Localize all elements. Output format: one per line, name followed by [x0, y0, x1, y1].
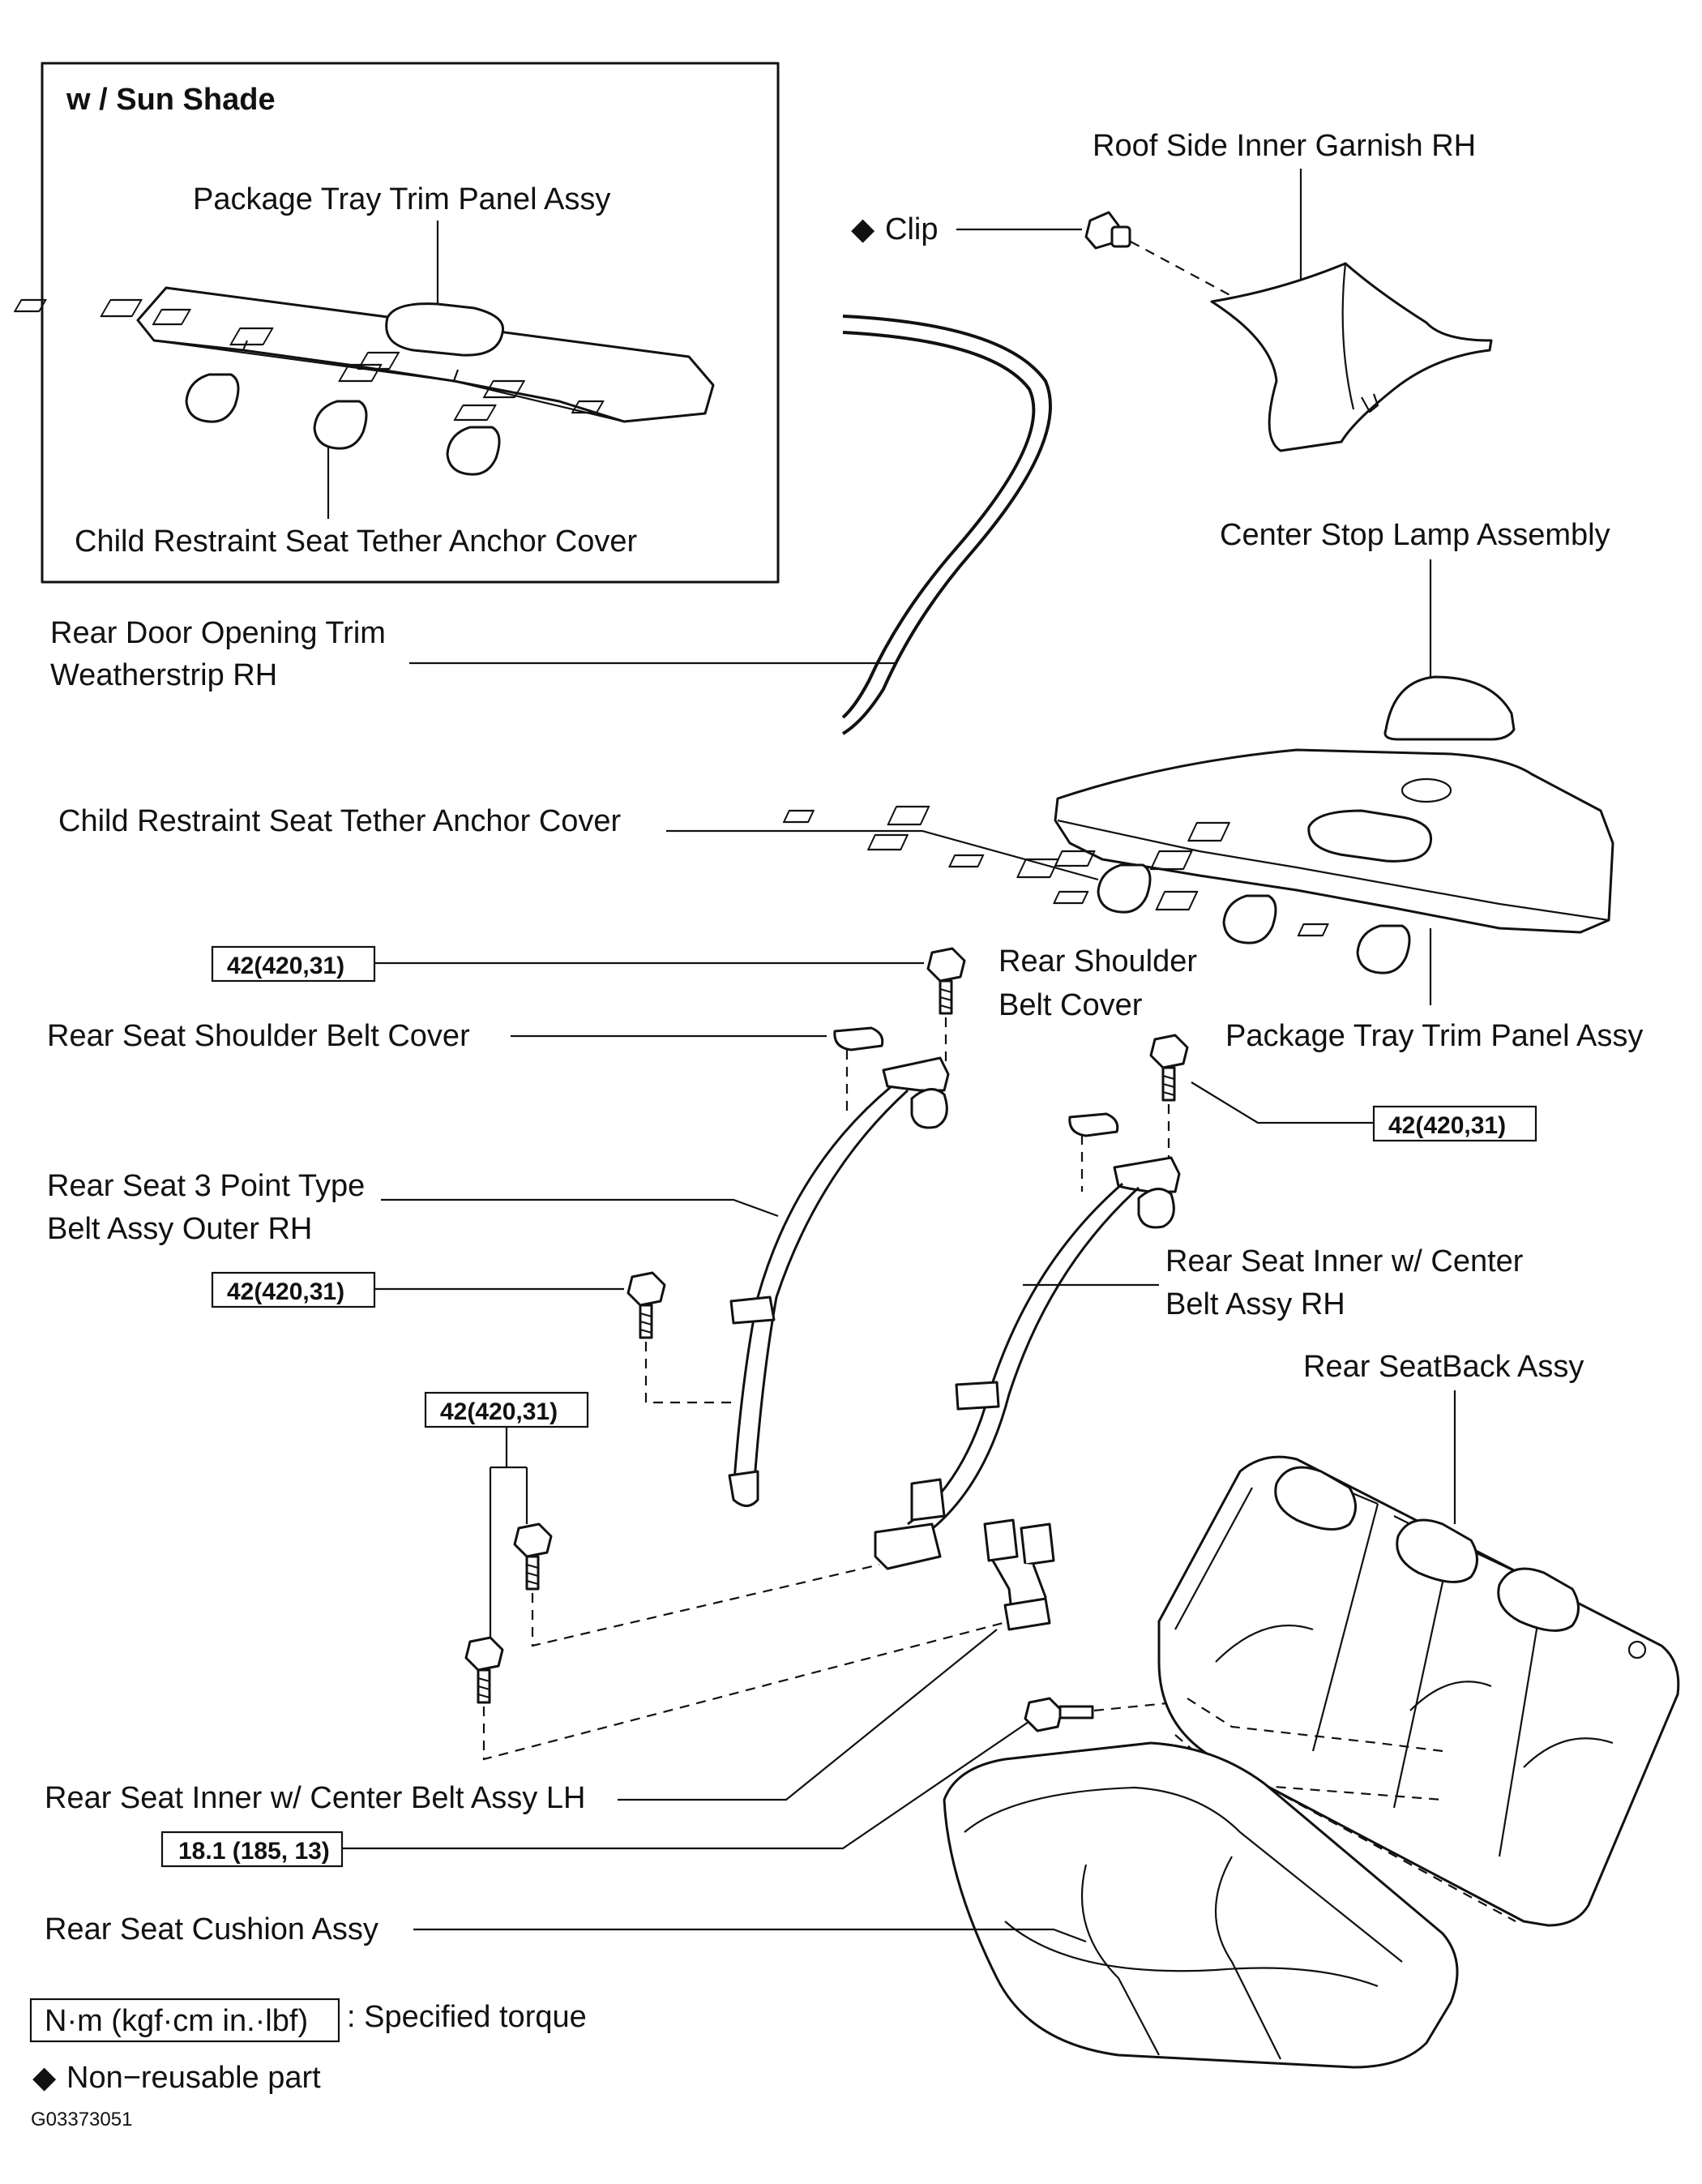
seat-shoulder-cover-label: Rear Seat Shoulder Belt Cover [47, 1019, 470, 1053]
seatback-part [1157, 1455, 1680, 1927]
outer-belt-label-line1: Rear Seat 3 Point Type [47, 1169, 365, 1203]
rear-shoulder-cover-label-line2: Belt Cover [999, 988, 1143, 1022]
cushion-part [943, 1741, 1459, 2069]
rear-shoulder-cover-label-line1: Rear Shoulder [999, 944, 1197, 979]
rear-door-label-line2: Weatherstrip RH [50, 658, 277, 692]
roof-garnish-label: Roof Side Inner Garnish RH [1093, 129, 1476, 163]
rear-door-label-line1: Rear Door Opening Trim [50, 616, 386, 650]
package-tray-part [782, 748, 1614, 937]
diamond-symbol: ◆ [851, 212, 875, 246]
inner-rh-label-line2: Belt Assy RH [1165, 1287, 1345, 1321]
legend-torque-unit: N·m (kgf·cm in.·lbf) [45, 2004, 308, 2038]
inner-lh-label: Rear Seat Inner w/ Center Belt Assy LH [45, 1781, 585, 1815]
sun-shade-inset: w / Sun Shade Package Tray Trim Panel As… [14, 62, 780, 584]
svg-text:18.1 (185, 13): 18.1 (185, 13) [178, 1838, 330, 1865]
inset-anchor-cover-label: Child Restraint Seat Tether Anchor Cover [75, 525, 638, 559]
bolt-3 [626, 1271, 666, 1339]
inner-rh-belt-part [874, 1156, 1181, 1570]
package-tray-label: Package Tray Trim Panel Assy [1225, 1019, 1643, 1053]
anchor-covers-main [1097, 863, 1411, 974]
outer-belt-part [728, 1056, 950, 1507]
inset-title: w / Sun Shade [66, 83, 276, 117]
weatherstrip-part [841, 315, 1052, 735]
legend-torque-desc: : Specified torque [347, 2000, 587, 2034]
outer-belt-label-line2: Belt Assy Outer RH [47, 1212, 312, 1246]
clip-part [1084, 211, 1131, 250]
shoulder-cover-left [833, 1026, 884, 1051]
bolt-5 [464, 1636, 504, 1704]
inner-rh-label-line1: Rear Seat Inner w/ Center [1165, 1244, 1524, 1278]
bolt-1 [926, 947, 966, 1015]
torque-box-2: 42(420,31) [1372, 1105, 1537, 1142]
torque-box-4: 42(420,31) [424, 1391, 589, 1428]
bolt-2 [1149, 1034, 1189, 1102]
torque-box-5: 18.1 (185, 13) [160, 1831, 344, 1868]
shoulder-cover-right [1068, 1112, 1119, 1137]
inset-package-tray-label: Package Tray Trim Panel Assy [193, 182, 610, 216]
stop-lamp-part [1383, 675, 1516, 741]
legend: N·m (kgf·cm in.·lbf) : Specified torque … [29, 1998, 587, 2130]
inset-anchor-covers [185, 373, 501, 476]
legend-diamond: ◆ [32, 2061, 57, 2095]
inner-lh-buckle-part [983, 1518, 1055, 1631]
cushion-label: Rear Seat Cushion Assy [45, 1912, 378, 1946]
svg-text:42(420,31): 42(420,31) [227, 1278, 344, 1305]
inset-package-tray-panel [14, 286, 715, 423]
bolt-4 [513, 1522, 553, 1591]
figure-code: G03373051 [31, 2109, 132, 2130]
svg-text:42(420,31): 42(420,31) [1388, 1112, 1506, 1139]
torque-box-1: 42(420,31) [211, 945, 376, 983]
svg-text:42(420,31): 42(420,31) [440, 1398, 558, 1425]
svg-text:42(420,31): 42(420,31) [227, 953, 344, 979]
bolt-6 [1024, 1697, 1094, 1732]
clip-label: Clip [885, 212, 938, 246]
legend-nonreusable: Non−reusable part [66, 2061, 321, 2095]
anchor-cover-label: Child Restraint Seat Tether Anchor Cover [58, 804, 622, 838]
stop-lamp-label: Center Stop Lamp Assembly [1220, 518, 1610, 552]
seatback-label: Rear SeatBack Assy [1303, 1350, 1584, 1384]
roof-garnish-part [1210, 262, 1493, 452]
torque-box-3: 42(420,31) [211, 1271, 376, 1308]
